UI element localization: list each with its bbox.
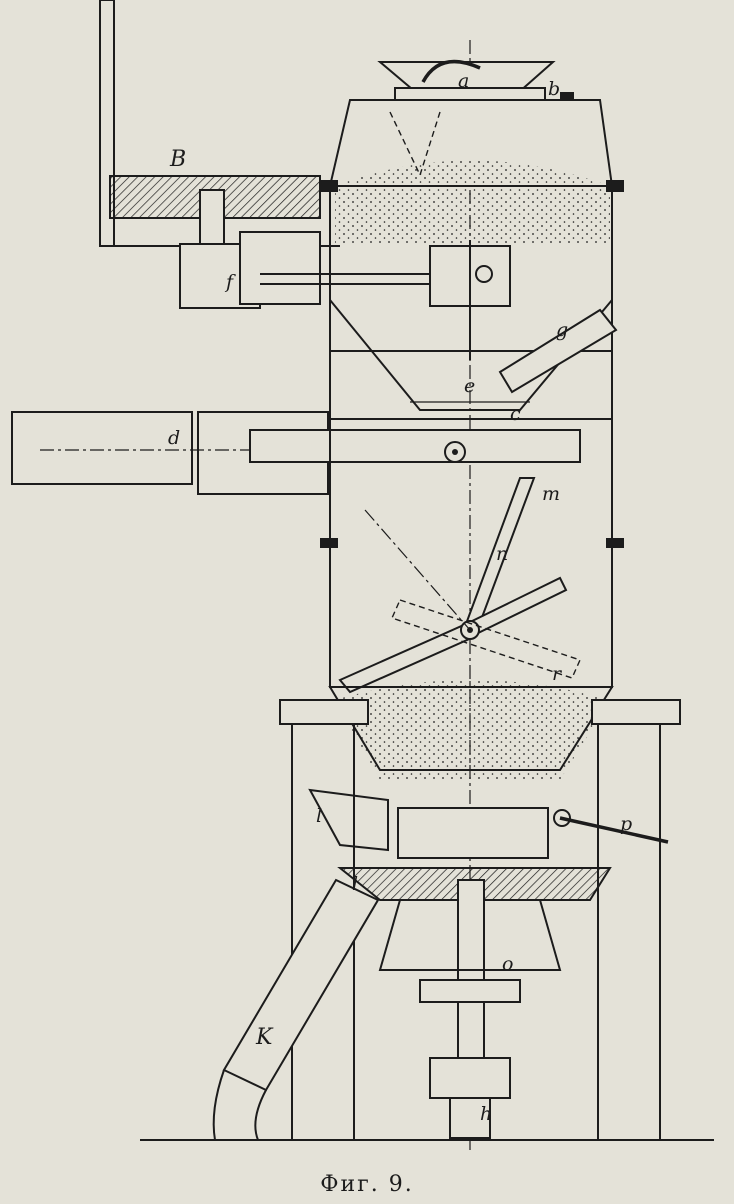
feed-hopper: [377, 59, 556, 103]
label-l-lower: l: [352, 873, 358, 895]
label-c: c: [510, 403, 521, 425]
label-p: p: [620, 813, 632, 835]
drive-f: [179, 189, 511, 360]
figure-caption: Фиг. 9.: [320, 1172, 414, 1197]
label-e: e: [464, 375, 475, 397]
label-r: r: [552, 663, 563, 685]
label-K: K: [255, 1025, 274, 1050]
distributor-d: [11, 411, 581, 495]
label-n: n: [496, 543, 508, 565]
label-h: h: [480, 1103, 492, 1125]
lever-p: [559, 816, 669, 844]
label-l-upper: l: [316, 805, 322, 827]
discharge-funnel: [308, 680, 669, 901]
middle-tank: [329, 299, 618, 420]
label-f: f: [224, 271, 236, 293]
label-m: m: [542, 483, 560, 505]
chute-g: [498, 308, 618, 394]
chute-l-upper: [308, 788, 389, 852]
main-cylinder: [320, 418, 624, 694]
label-a: a: [458, 70, 469, 92]
spindle: [378, 879, 562, 1139]
label-d: d: [168, 427, 180, 449]
label-b: b: [548, 78, 560, 100]
upper-tank: [320, 99, 624, 352]
label-B: B: [169, 147, 186, 172]
label-g: g: [556, 319, 568, 341]
chute-K: [212, 878, 380, 1141]
label-o: o: [502, 953, 513, 975]
